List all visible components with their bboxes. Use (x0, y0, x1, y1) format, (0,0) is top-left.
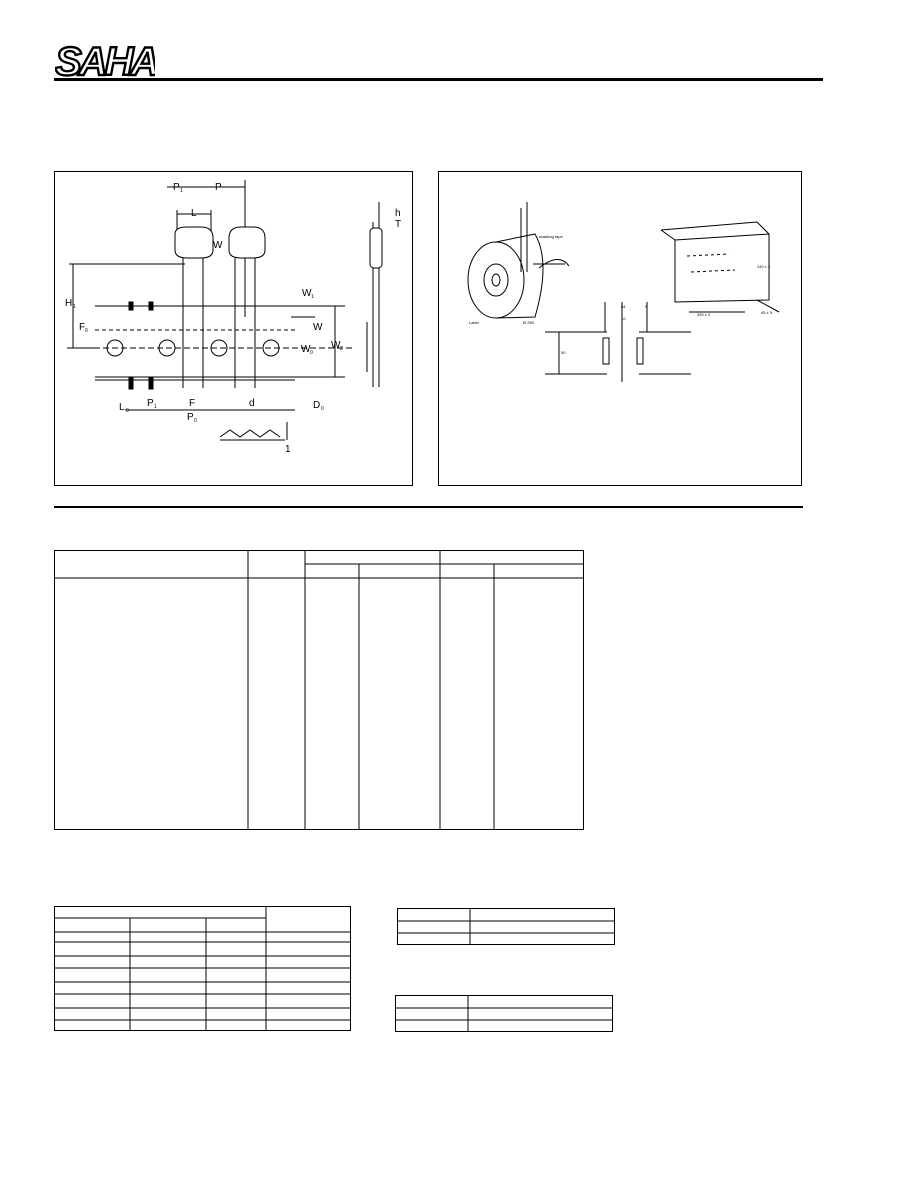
label-label: Label (469, 320, 479, 325)
svg-text:1: 1 (180, 188, 183, 194)
svg-text:0: 0 (85, 328, 88, 334)
header-rule (54, 78, 823, 81)
label-box-depth: 45 ± 5 (761, 310, 773, 315)
svg-text:0: 0 (310, 350, 313, 356)
label-54: 54 (621, 304, 626, 309)
quantity-table (54, 906, 351, 1031)
label-f0: F (79, 322, 85, 333)
label-box-width: 330 ± 2 (697, 312, 711, 317)
label-w: W (313, 322, 323, 333)
reel-table (397, 908, 615, 945)
svg-text:1: 1 (154, 404, 157, 410)
label-f-bottom: F (189, 398, 195, 409)
label-10: 10 (621, 316, 626, 321)
label-50: 50 (561, 350, 566, 355)
label-w1: W (302, 288, 312, 299)
logo-text: SAHA (55, 40, 155, 78)
label-w0: W (301, 344, 311, 355)
svg-text:1: 1 (73, 304, 76, 310)
box-table (395, 995, 613, 1032)
svg-text:0: 0 (194, 418, 197, 424)
label-w2: W (331, 340, 341, 351)
saha-logo: SAHA (55, 39, 155, 78)
label-t: T (395, 219, 401, 230)
label-reel-diameter: Ø 250 (523, 320, 535, 325)
label-d: d (249, 398, 255, 409)
label-l0: L (119, 402, 125, 413)
taping-dimension-figure: P 1 P L W h T H 1 F 0 W 1 W W 0 W 2 L 0 … (54, 171, 413, 486)
svg-text:0: 0 (126, 408, 129, 414)
label-one: 1 (285, 444, 291, 455)
svg-text:1: 1 (311, 294, 314, 300)
section-rule (54, 506, 803, 508)
label-h: h (395, 208, 401, 219)
label-box-height: 240 ± 2 (757, 264, 771, 269)
label-masking-tape: masking tape (539, 234, 564, 239)
label-p: P (215, 182, 222, 193)
packing-figure: masking tape Label Ø 250 240 ± 2 330 ± 2… (438, 171, 802, 486)
label-h1: H (65, 298, 72, 309)
svg-text:2: 2 (340, 346, 343, 352)
label-5: 5 (645, 304, 648, 309)
label-w-body: W (213, 240, 223, 251)
label-d0: D (313, 400, 320, 411)
label-l: L (191, 208, 197, 219)
taping-diagram: P 1 P L W h T H 1 F 0 W 1 W W 0 W 2 L 0 … (65, 180, 401, 455)
spec-table (54, 550, 584, 830)
packing-diagram: masking tape Label Ø 250 240 ± 2 330 ± 2… (467, 202, 780, 382)
svg-text:0: 0 (321, 406, 324, 412)
label-p0: P (187, 412, 194, 423)
label-p1: P (173, 182, 180, 193)
label-p1-bottom: P (147, 398, 154, 409)
